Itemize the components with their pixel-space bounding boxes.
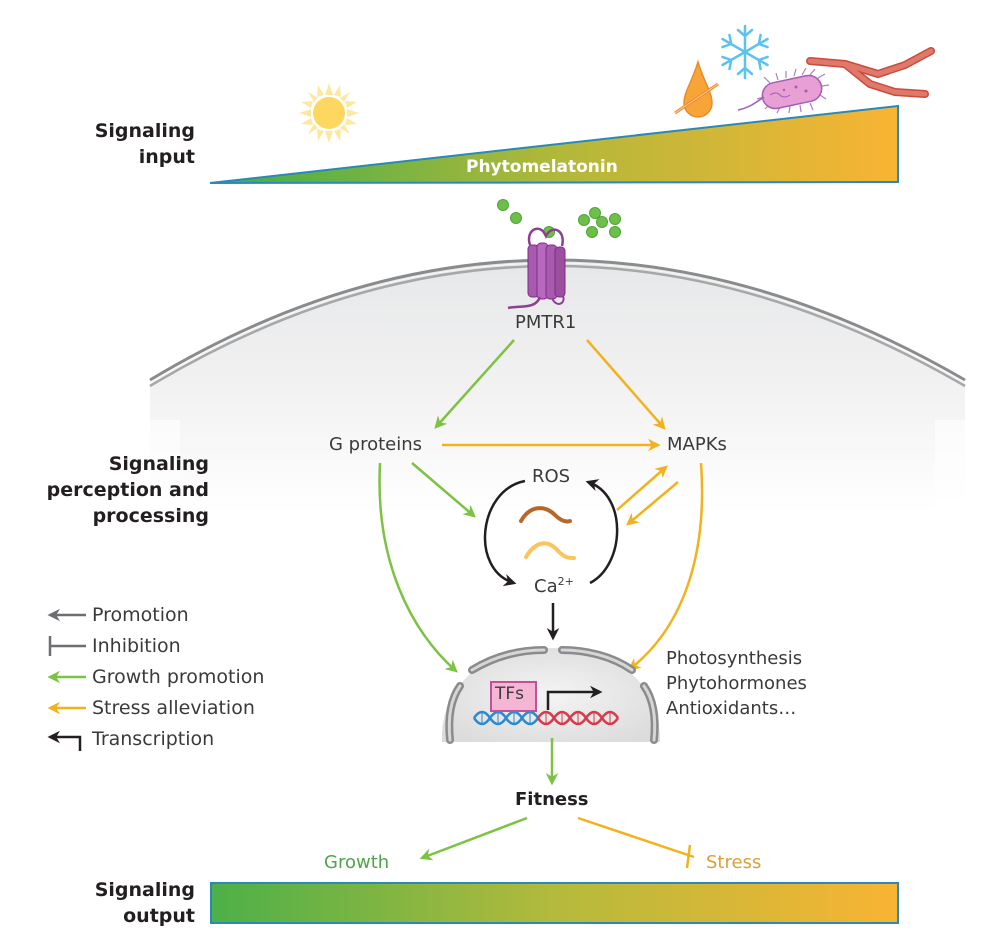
arrow-mapks-to-nucleus	[628, 462, 704, 671]
calcium-wave	[524, 541, 576, 560]
arrow-gproteins-to-ros	[411, 462, 476, 518]
growth-label: Growth	[324, 852, 390, 873]
phytomelatonin-wedge	[209, 104, 899, 184]
arrow-pmtr1-to-mapks	[586, 339, 666, 430]
bacterium-icon	[737, 67, 830, 114]
legend-item-stress-alleviation: Stress alleviation	[40, 694, 255, 722]
section-label-output: Signaling output	[94, 879, 195, 927]
cell-interior	[150, 261, 965, 620]
arrow-fitness-to-growth	[419, 816, 528, 861]
inhibition-fitness-stress	[577, 816, 695, 869]
sun-icon	[299, 83, 359, 143]
stress-label: Stress	[706, 852, 762, 873]
arrow-mapks-to-ros	[626, 481, 679, 526]
tfs-label: TFs	[495, 684, 525, 704]
tfs-box	[490, 681, 537, 712]
moon-icon	[272, 118, 306, 161]
mapks-label: MAPKs	[667, 434, 727, 455]
promotion-arrow-icon	[47, 608, 86, 622]
drought-icon	[674, 59, 719, 118]
section-label-perception: Signaling perception and processing	[46, 453, 209, 527]
growth-arrow-icon	[47, 670, 86, 684]
legend-item-growth-promotion: Growth promotion	[40, 663, 264, 691]
phytomelatonin-label: Phytomelatonin	[466, 157, 618, 177]
ca-label: Ca2+	[534, 575, 574, 597]
ros-wave	[519, 506, 572, 524]
stress-arrow-icon	[47, 701, 86, 715]
transcription-icon	[47, 730, 82, 751]
signaling-output-bar	[210, 882, 899, 924]
arrow-gproteins-to-nucleus	[378, 462, 458, 673]
g-proteins-label: G proteins	[329, 434, 423, 455]
legend-item-transcription: Transcription	[40, 725, 214, 753]
receptor-pmtr1-icon	[507, 227, 566, 310]
arrow-ros-to-ca	[483, 479, 526, 587]
arrow-ros-to-mapks	[616, 465, 668, 511]
arrow-pmtr1-to-gproteins	[434, 339, 515, 429]
legend-item-inhibition: Inhibition	[40, 632, 181, 660]
nucleus-icon	[441, 646, 660, 744]
target-list: Photosynthesis Phytohormones Antioxidant…	[666, 648, 807, 719]
fungal-hyphae-icon	[806, 47, 935, 98]
fitness-label: Fitness	[515, 789, 589, 810]
melatonin-molecules	[497, 199, 621, 238]
ros-label: ROS	[532, 466, 571, 487]
inhibition-bar-icon	[48, 636, 86, 656]
section-label-input: Signaling input	[94, 120, 195, 168]
snowflake-icon	[717, 24, 773, 80]
arrow-ca-to-ros	[585, 479, 619, 585]
transcription-arrow-icon	[546, 685, 603, 710]
dna-icon	[472, 710, 620, 726]
pmtr1-label: PMTR1	[515, 312, 577, 333]
legend-item-promotion: Promotion	[40, 601, 189, 629]
